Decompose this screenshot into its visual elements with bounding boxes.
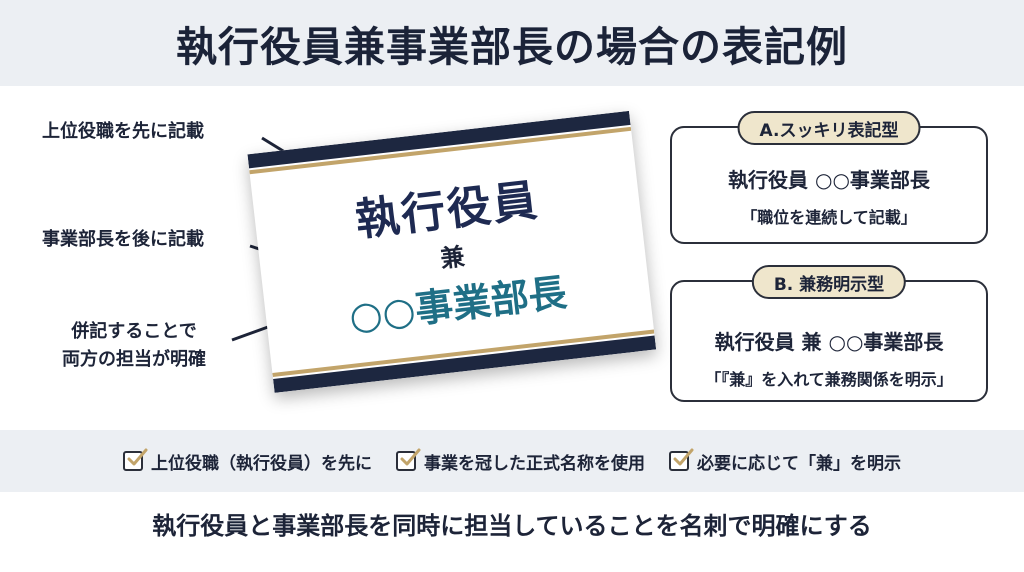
box-a-main: 執行役員 ○○事業部長 <box>728 168 930 192</box>
title-band: 執行役員兼事業部長の場合の表記例 <box>0 0 1024 86</box>
annotation-first: 上位役職を先に記載 <box>42 121 204 142</box>
checkbox-checked-icon <box>669 448 694 471</box>
checklist-item: 事業を冠した正式名称を使用 <box>396 448 645 474</box>
annotation-third-line1: 併記することで <box>71 321 197 342</box>
checklist-band: 上位役職（執行役員）を先に 事業を冠した正式名称を使用 必要に応じて「兼」を明示 <box>0 430 1024 492</box>
business-card: 執行役員 兼 ○○事業部長 <box>245 93 657 393</box>
annotation-third: 併記することで 両方の担当が明確 <box>62 318 206 374</box>
example-box-b: B. 兼務明示型 執行役員 兼 ○○事業部長 「『兼』を入れて兼務関係を明示」 <box>670 265 988 402</box>
card-bottom-band <box>273 335 657 393</box>
box-a-label: A.スッキリ表記型 <box>737 111 921 145</box>
page-title: 執行役員兼事業部長の場合の表記例 <box>176 23 848 71</box>
checkbox-checked-icon <box>123 448 148 471</box>
box-b-label: B. 兼務明示型 <box>751 265 907 299</box>
box-a-sub: 「職位を連続して記載」 <box>741 208 917 227</box>
box-b-sub: 「『兼』を入れて兼務関係を明示」 <box>705 370 953 389</box>
checklist-item-label: 必要に応じて「兼」を明示 <box>697 453 901 474</box>
checklist-item-label: 上位役職（執行役員）を先に <box>151 453 372 474</box>
box-b-main: 執行役員 兼 ○○事業部長 <box>714 330 944 354</box>
example-box-a: A.スッキリ表記型 執行役員 ○○事業部長 「職位を連続して記載」 <box>670 111 988 244</box>
business-card-face: 執行役員 兼 ○○事業部長 <box>247 110 657 393</box>
checklist-item: 上位役職（執行役員）を先に <box>123 448 372 474</box>
annotation-second: 事業部長を後に記載 <box>42 229 204 250</box>
footer-message: 執行役員と事業部長を同時に担当していることを名刺で明確にする <box>152 512 872 540</box>
checklist-item-label: 事業を冠した正式名称を使用 <box>424 453 645 474</box>
checklist-item: 必要に応じて「兼」を明示 <box>669 448 901 474</box>
checkbox-checked-icon <box>396 448 421 471</box>
annotation-third-line2: 両方の担当が明確 <box>62 349 206 370</box>
